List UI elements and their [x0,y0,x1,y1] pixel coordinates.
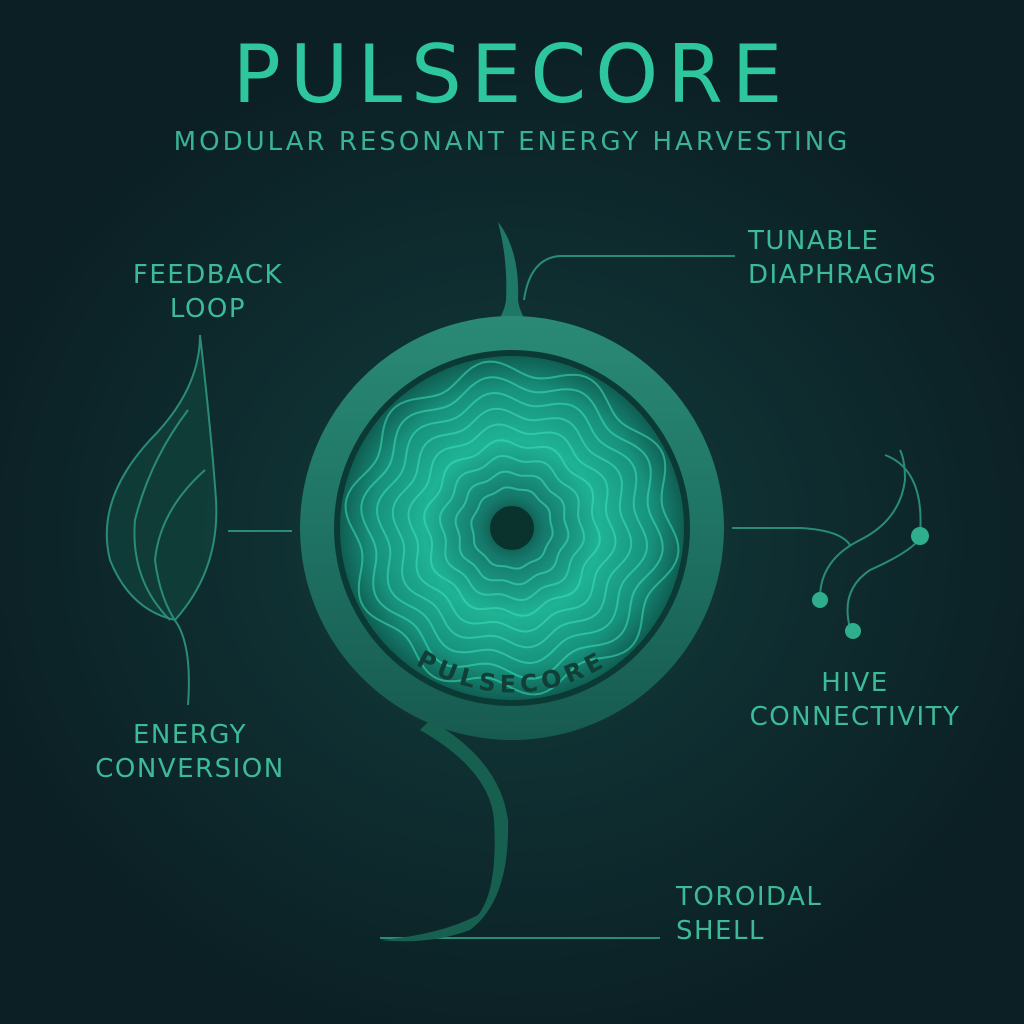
label-line: FEEDBACK [132,260,284,290]
top-stem [464,222,560,345]
resonance-wave-ring [470,486,554,570]
resonance-wave-ring [360,376,664,680]
bottom-stem [380,720,509,942]
label-line: LOOP [169,294,247,324]
label-line: CONNECTIVITY [749,702,961,732]
core-center [490,506,534,550]
label-line: SHELL [676,916,765,946]
label-line: TUNABLE [748,226,880,256]
hive-node [812,592,828,608]
label-line: CONVERSION [95,754,285,784]
tunable-diaphragms-label: TUNABLE DIAPHRAGMS [748,224,937,292]
label-line: HIVE [821,668,889,698]
hive-connectivity-label: HIVE CONNECTIVITY [730,666,980,734]
tunable-diaphragms-connector [523,255,735,301]
resonance-wave-ring [423,439,601,617]
resonance-wave-ring [454,470,570,586]
page-subtitle: MODULAR RESONANT ENERGY HARVESTING [173,127,851,157]
leaf-feedback-icon [105,334,218,706]
energy-conversion-label: ENERGY CONVERSION [80,718,300,786]
label-line: ENERGY [132,720,248,750]
feedback-loop-label: FEEDBACK LOOP [128,258,288,326]
resonance-wave-ring [344,360,680,696]
page-title: PULSECORE [232,28,792,121]
hive-connectivity-icon [812,449,929,639]
resonance-wave-ring [407,423,617,633]
label-line: DIAPHRAGMS [748,260,938,290]
resonance-waves [344,360,680,696]
hive-node [845,623,861,639]
hive-connector [732,527,851,546]
hive-node [911,527,929,545]
toroidal-shell-label: TOROIDAL SHELL [676,880,822,948]
label-line: TOROIDAL [676,882,823,912]
resonance-wave-ring [375,391,649,665]
resonance-wave-ring [391,407,633,649]
resonance-wave-ring [439,455,585,601]
